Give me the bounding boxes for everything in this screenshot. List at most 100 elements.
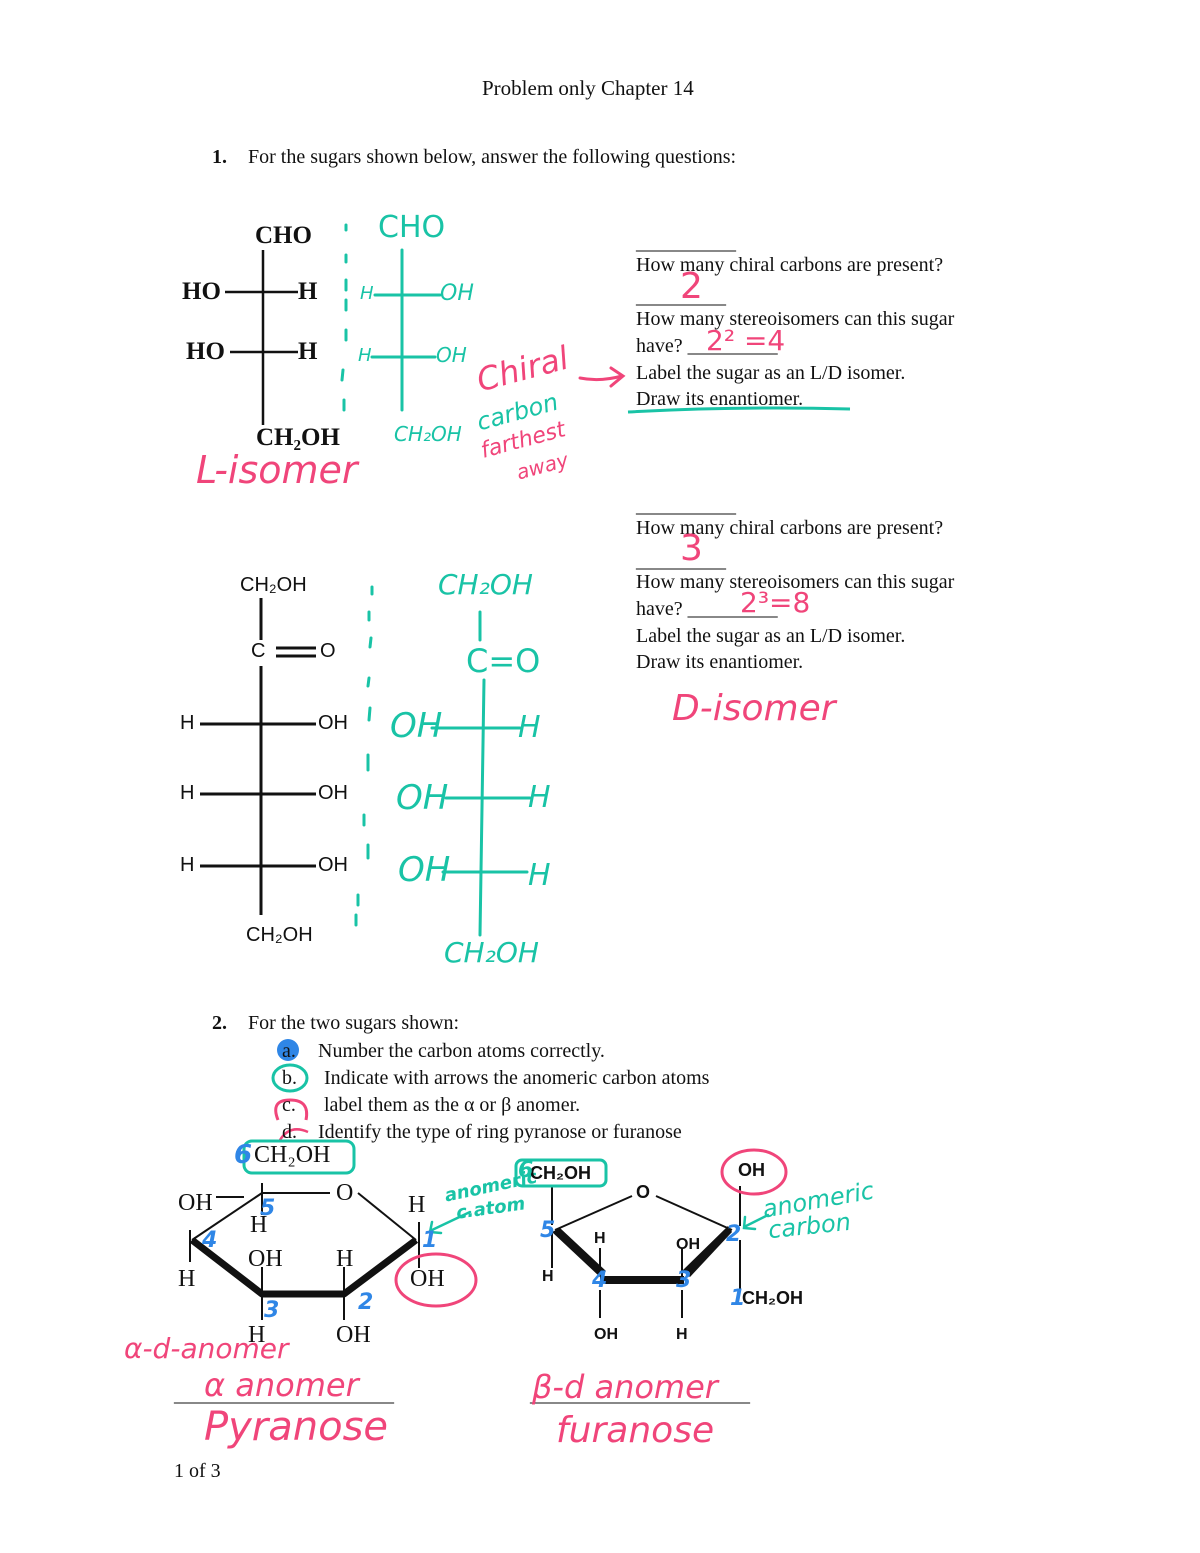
fur-blank: ______________________ [530, 1384, 750, 1406]
pyr-c5-h: H [250, 1212, 268, 1238]
pyr-num-c3: 3 [264, 1298, 280, 1323]
ch2oh-box-1 [242, 1139, 356, 1175]
q2-prompt: For the two sugars shown: [248, 1012, 460, 1034]
fur-ch2oh-top: CH₂OH [530, 1163, 591, 1183]
anomeric-oh-circle-1 [394, 1252, 478, 1308]
circle-d [278, 1128, 309, 1141]
page-footer: 1 of 3 [174, 1460, 221, 1482]
mol1-drawn-top: CHO [378, 210, 446, 245]
q2-item-d-text: Identify the type of ring pyranose or fu… [318, 1121, 682, 1143]
block2-q-stereo-2: have? _________ [636, 598, 778, 620]
mol1-row2-left: HO [186, 338, 225, 365]
mol2-drawn-bottom: CH₂OH [444, 936, 539, 969]
furanose-ring [551, 1185, 741, 1318]
mol2-carbonyl-c: C [251, 640, 266, 662]
mol1-drawn-bottom: CH₂OH [394, 422, 462, 446]
page-title: Problem only Chapter 14 [482, 76, 694, 100]
mol1-drawn-row1-left: H [360, 283, 374, 304]
pyr-c1-h: H [408, 1192, 426, 1218]
anomeric-arrow-1 [428, 1210, 472, 1235]
fischer2-bonds [200, 598, 316, 915]
mol2-drawn-row3-right: H [528, 858, 551, 893]
q1-number: 1. [212, 146, 227, 168]
mol1-row1-left: HO [182, 278, 221, 305]
block2-q-chiral: How many chiral carbons are present? [636, 517, 944, 539]
q2-item-a-text: Number the carbon atoms correctly. [318, 1040, 605, 1062]
q2-item-c-text: label them as the α or β anomer. [324, 1094, 581, 1116]
fischer1-bonds [225, 250, 298, 425]
pyr-num-c6: 6 [234, 1140, 253, 1170]
pyr-num-c2: 2 [358, 1290, 374, 1315]
fur-note-beta: β-d anomer [532, 1368, 718, 1406]
block2-ans-chiral: 3 [680, 528, 703, 569]
fur-h-c5: H [542, 1268, 554, 1285]
anomeric-arrow-2 [742, 1213, 770, 1231]
mol1-top: CHO [255, 222, 312, 249]
mol2-row3-right: OH [318, 854, 348, 876]
fur-oh-bottom: OH [594, 1326, 618, 1343]
furanose-wedge-right [682, 1226, 732, 1277]
block2-q-draw: Draw its enantiomer. [636, 651, 804, 673]
fur-num-c4: 4 [592, 1268, 608, 1293]
pyr-ring-o: O [336, 1180, 354, 1206]
mol1-drawn-row2-right: OH [436, 343, 467, 367]
circle-b [271, 1063, 309, 1093]
fur-ch2oh-right: CH₂OH [742, 1288, 803, 1308]
pyranose-front-bonds [189, 1237, 419, 1298]
circle-a [277, 1039, 299, 1061]
mol2-drawn-row2-right: H [528, 780, 551, 815]
mol2-row2-left: H [180, 782, 195, 804]
mol2-drawn-row1-left: OH [390, 706, 443, 746]
block2-blank2: _________ [636, 550, 726, 572]
pyr-note-alpha-d: α-d-anomer [124, 1332, 289, 1365]
mol2-row3-left: H [180, 854, 195, 876]
pyr-c3-oh: OH [248, 1246, 283, 1272]
block1-blank2: _________ [636, 286, 726, 308]
block2-q-label: Label the sugar as an L/D isomer. [636, 625, 906, 647]
mirror-line-2 [354, 585, 374, 927]
anomeric-oh-circle-2 [720, 1148, 788, 1196]
fur-oh-c3: OH [676, 1236, 700, 1253]
ch2oh-box-2 [514, 1158, 608, 1188]
d-isomer-note: D-isomer [672, 688, 836, 729]
fur-num-c2: 2 [726, 1222, 742, 1247]
block2-blank: __________ [636, 495, 736, 517]
q2-item-c-letter: c. [282, 1094, 296, 1116]
mol1-bottom: CH₂OH [256, 424, 340, 451]
block1-q-stereo-2: have? _________ [636, 335, 778, 357]
mol2-row1-right: OH [318, 712, 348, 734]
pyr-blank: ______________________ [174, 1384, 394, 1406]
pyranose-ring [189, 1183, 420, 1320]
mol2-carbonyl-o: O [320, 640, 336, 662]
q2-item-a-letter: a. [282, 1040, 296, 1062]
fischer1-drawn-bonds [370, 248, 442, 412]
mol2-drawn-top: CH₂OH [438, 568, 533, 601]
fur-ring-type: furanose [556, 1410, 715, 1451]
fur-num-c5: 5 [540, 1218, 556, 1243]
mol1-drawn-row1-right: OH [440, 281, 474, 306]
block2-ans-stereo: 2³=8 [740, 586, 811, 619]
block1-q-stereo-1: How many stereoisomers can this sugar [636, 308, 955, 330]
block1-q-chiral: How many chiral carbons are present? [636, 254, 944, 276]
pointer-arrow [578, 366, 626, 388]
mol2-drawn-row3-left: OH [398, 850, 451, 890]
q2-item-b-text: Indicate with arrows the anomeric carbon… [324, 1067, 710, 1089]
mol2-drawn-carbonyl: C=O [466, 642, 541, 680]
fur-h-c4: H [594, 1230, 606, 1247]
block1-blank: __________ [636, 232, 736, 254]
mol2-bottom: CH₂OH [246, 924, 313, 946]
pyr-ch2oh: CH₂OH [254, 1142, 331, 1168]
block1-q-label: Label the sugar as an L/D isomer. [636, 362, 906, 384]
pyr-c4-h: H [178, 1266, 196, 1292]
mol1-row1-right: H [298, 278, 318, 305]
pyr-c2-oh: OH [336, 1322, 371, 1348]
circle-c [274, 1098, 309, 1121]
furanose-wedge-left [552, 1228, 606, 1277]
underline-highlight [627, 406, 851, 414]
pyr-ring-type: Pyranose [204, 1404, 389, 1450]
mol2-drawn-row1-right: H [518, 710, 541, 745]
mol2-row1-left: H [180, 712, 195, 734]
pyr-num-c1: 1 [422, 1228, 438, 1253]
